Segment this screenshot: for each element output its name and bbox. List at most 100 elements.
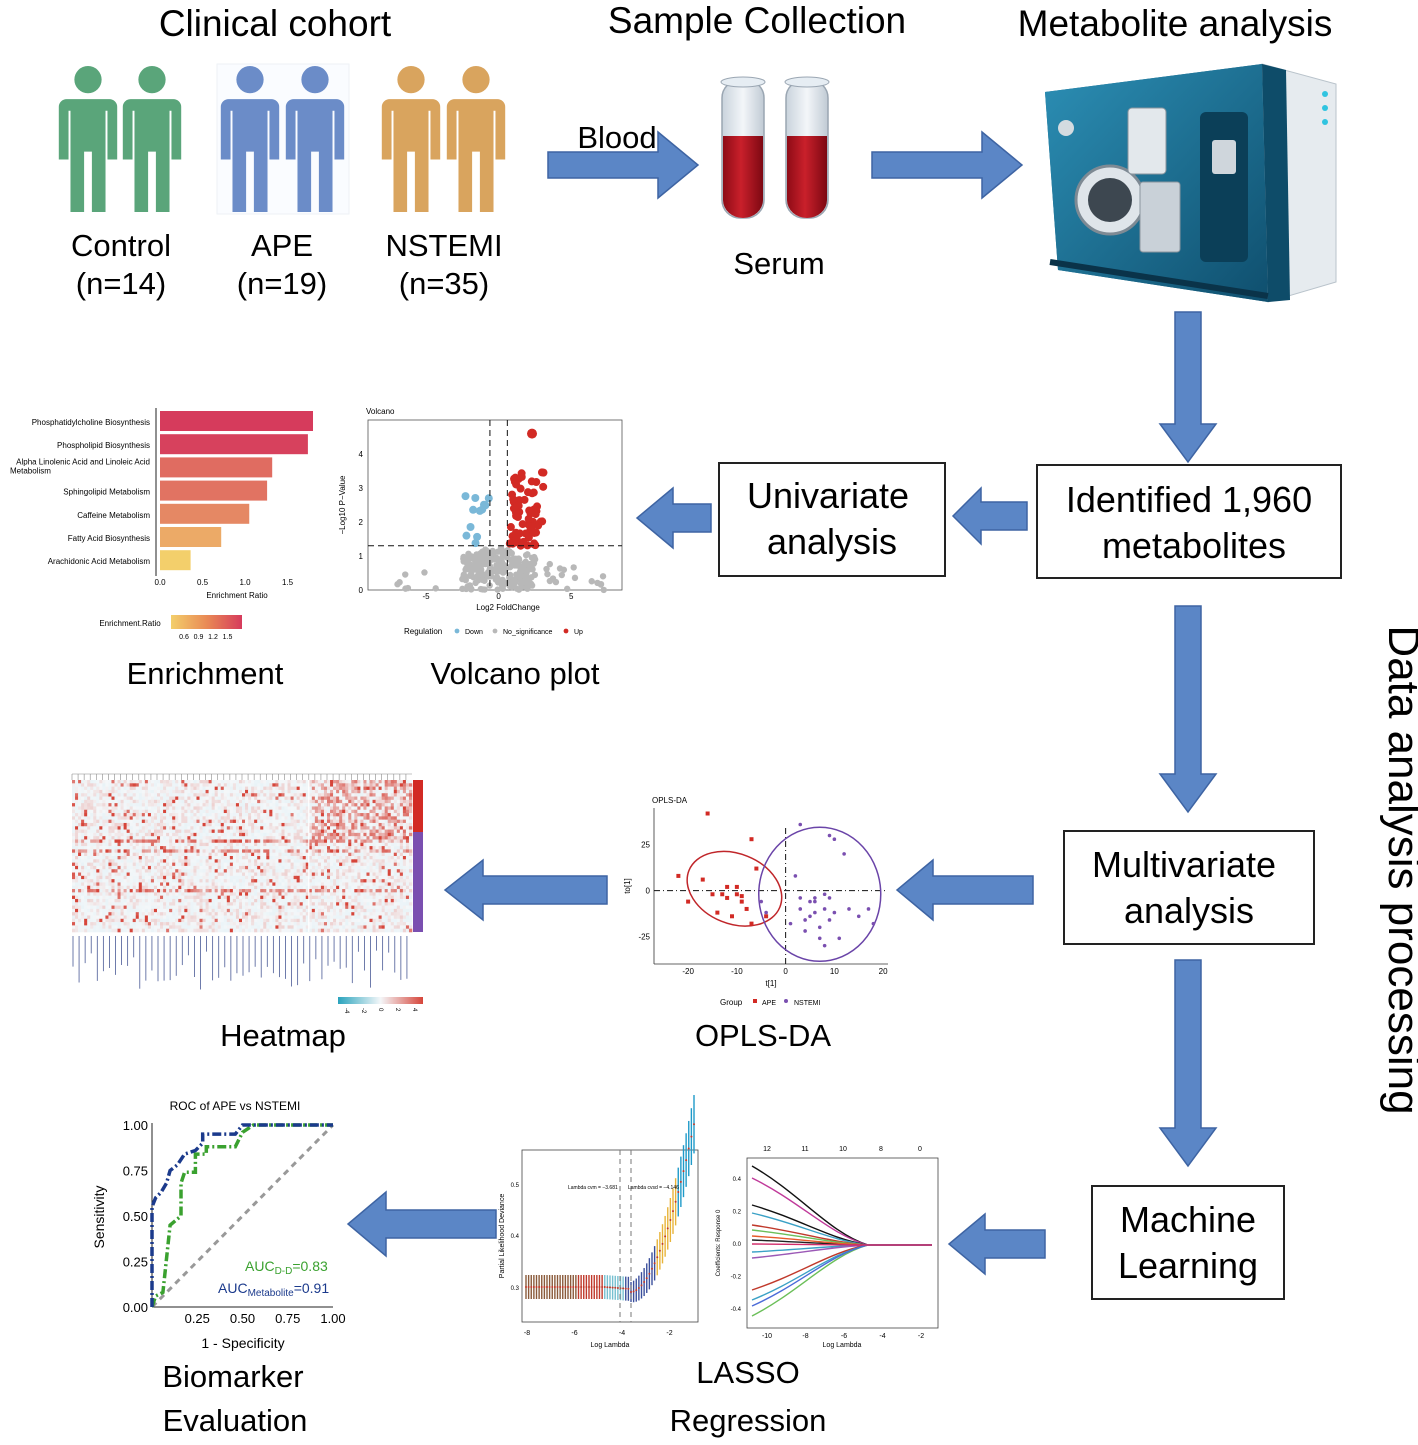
heatmap-cell	[284, 908, 288, 913]
volcano-point-ns	[491, 566, 498, 573]
heatmap-cell	[190, 832, 194, 837]
heatmap-cell	[114, 816, 118, 820]
heatmap-cell	[138, 829, 143, 834]
heatmap-cell	[396, 898, 401, 903]
heatmap-cell	[150, 803, 155, 807]
heatmap-cell	[193, 879, 197, 883]
heatmap-cell	[81, 902, 85, 906]
heatmap-cell	[275, 898, 279, 903]
heatmap-cell	[129, 783, 134, 787]
heatmap-cell	[287, 819, 291, 824]
heatmap-cell	[314, 889, 319, 893]
heatmap-cell	[105, 905, 109, 910]
heatmap-cell	[287, 809, 291, 814]
heatmap-cell	[296, 829, 300, 834]
heatmap-cell	[178, 852, 182, 857]
heatmap-cell	[372, 905, 376, 910]
heatmap-cell	[111, 783, 115, 787]
heatmap-cell	[257, 852, 261, 857]
heatmap-cell	[205, 908, 209, 913]
heatmap-cell	[214, 856, 219, 860]
heatmap-cell	[105, 895, 109, 900]
heatmap-cell	[305, 849, 310, 853]
heatmap-cell	[269, 809, 273, 814]
heatmap-cell	[308, 849, 313, 853]
heatmap-cell	[396, 875, 401, 880]
heatmap-cell	[184, 885, 188, 890]
heatmap-cell	[330, 842, 334, 847]
heatmap-cell	[217, 885, 222, 890]
heatmap-cell	[302, 786, 307, 791]
volcano-point-ns	[544, 570, 551, 578]
heatmap-cell	[135, 908, 140, 913]
heatmap-cell	[372, 885, 376, 890]
heatmap-cell	[187, 809, 191, 814]
heatmap-cell	[99, 836, 103, 840]
heatmap-cell	[84, 836, 88, 840]
heatmap-cell	[242, 882, 246, 887]
heatmap-cell	[275, 869, 279, 873]
heatmap-cell	[396, 842, 401, 847]
heatmap-cell	[150, 786, 155, 791]
volcano-point-ns	[530, 559, 537, 566]
heatmap-cell	[393, 885, 398, 890]
heatmap-cell	[175, 895, 179, 900]
heatmap-cell	[175, 826, 179, 830]
heatmap-cell	[217, 852, 222, 857]
heatmap-cell	[360, 882, 364, 887]
heatmap-cell	[235, 829, 240, 834]
heatmap-cell	[378, 799, 382, 804]
heatmap-cell	[169, 856, 173, 860]
heatmap-cell	[393, 836, 398, 840]
heatmap-cell	[254, 809, 258, 814]
heatmap-cell	[290, 842, 294, 847]
heatmap-cell	[193, 882, 197, 887]
heatmap-cell	[260, 862, 264, 867]
heatmap-cell	[187, 816, 191, 820]
heatmap-cell	[229, 836, 234, 840]
heatmap-cell	[314, 783, 319, 787]
heatmap-cell	[220, 836, 225, 840]
heatmap-cell	[296, 902, 300, 906]
heatmap-cell	[320, 892, 325, 896]
heatmap-cell	[220, 832, 225, 837]
heatmap-cell	[226, 842, 231, 847]
heatmap-cell	[405, 846, 410, 850]
heatmap-cell	[102, 829, 106, 834]
heatmap-cell	[320, 832, 325, 837]
heatmap-cell	[263, 885, 267, 890]
heatmap-cell	[141, 793, 146, 797]
heatmap-cell	[81, 842, 85, 847]
heatmap-cell	[135, 799, 140, 804]
heatmap-cell	[138, 879, 143, 883]
volcano-point-up	[528, 522, 537, 531]
volcano-point-up	[517, 469, 526, 478]
heatmap-cell	[369, 869, 373, 873]
heatmap-cell	[172, 783, 176, 787]
heatmap-cell	[378, 902, 382, 906]
heatmap-cell	[348, 822, 352, 827]
heatmap-cell	[366, 905, 370, 910]
heatmap-cell	[354, 816, 358, 820]
heatmap-cell	[378, 829, 382, 834]
heatmap-cell	[399, 875, 404, 880]
heatmap-cell	[293, 799, 297, 804]
heatmap-cell	[296, 813, 300, 817]
heatmap-cell	[172, 895, 176, 900]
heatmap-cell	[369, 882, 373, 887]
heatmap-cell	[93, 862, 97, 867]
heatmap-cell	[78, 793, 82, 797]
heatmap-cell	[102, 889, 106, 893]
heatmap-cell	[378, 865, 382, 870]
heatmap-cell	[254, 849, 258, 853]
heatmap-cell	[390, 882, 395, 887]
heatmap-cell	[78, 908, 82, 913]
heatmap-cell	[160, 826, 164, 830]
heatmap-cell	[333, 839, 337, 844]
volcano-point-up	[506, 523, 515, 532]
heatmap-cell	[172, 902, 176, 906]
heatmap-cell	[311, 780, 316, 784]
caption-heatmap: Heatmap	[220, 1018, 346, 1053]
heatmap-cell	[272, 816, 276, 820]
heatmap-cell	[238, 875, 243, 880]
